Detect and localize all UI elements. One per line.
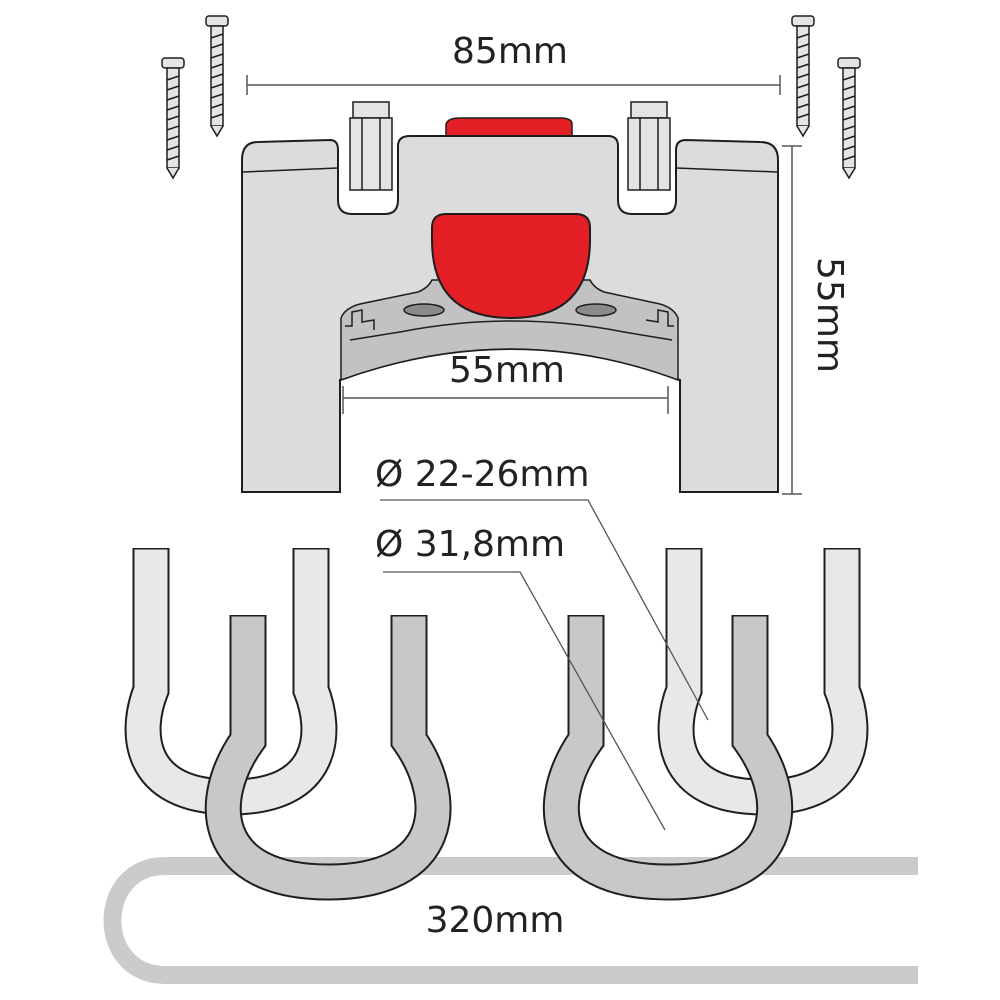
slot-left <box>403 303 445 317</box>
red-top-tab <box>445 117 573 137</box>
leader-large-diameter <box>383 571 666 831</box>
leader-small-diameter <box>380 499 709 721</box>
clip-large-right <box>542 615 794 901</box>
strap-band <box>103 857 918 984</box>
slot-right <box>575 303 617 317</box>
label-height: 55mm <box>809 257 850 373</box>
label-large-diameter: Ø 31,8mm <box>375 524 565 565</box>
top-ridge-line <box>242 167 778 173</box>
arch-detail <box>345 309 674 341</box>
dimension-top-width <box>246 75 781 95</box>
red-release-knob <box>431 213 591 320</box>
dimension-height <box>782 145 802 495</box>
screw-icon <box>161 15 861 180</box>
label-top-width: 85mm <box>452 31 568 72</box>
label-strap-length: 320mm <box>426 900 565 941</box>
bolt-icon <box>349 101 671 191</box>
dimension-inner-width <box>342 386 669 414</box>
clip-large-left <box>204 615 452 901</box>
label-small-diameter: Ø 22-26mm <box>375 454 590 495</box>
label-inner-width: 55mm <box>449 350 565 391</box>
